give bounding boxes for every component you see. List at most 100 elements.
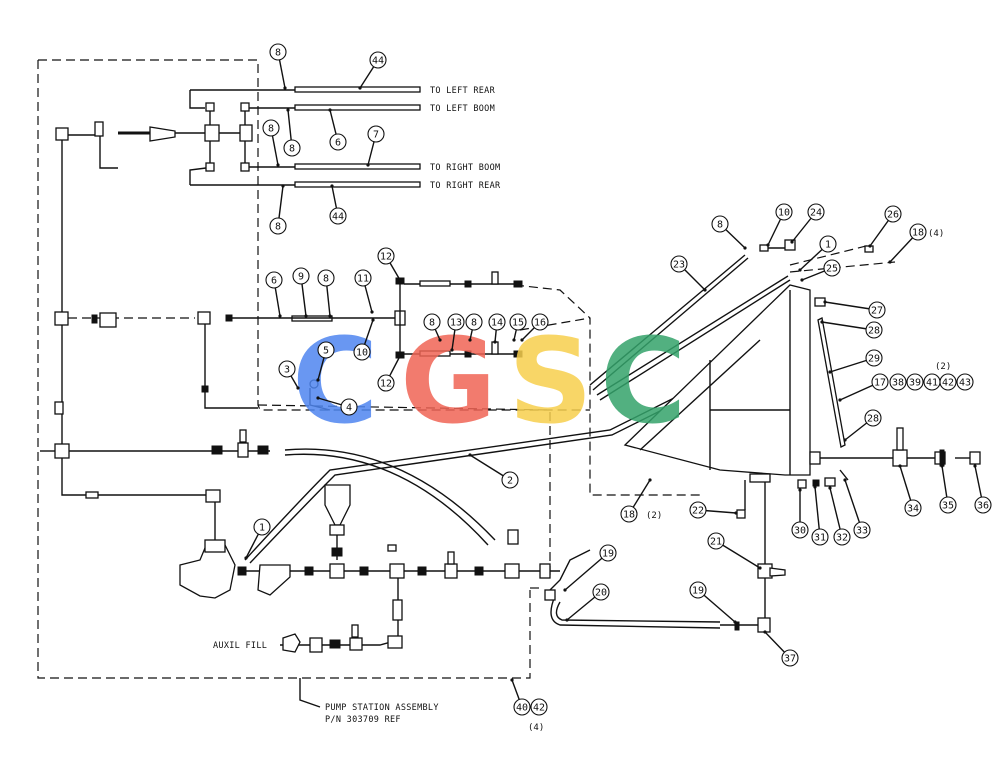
callout-28: 28: [864, 409, 882, 427]
callout-19: 19: [689, 581, 707, 599]
watermark-letter-c1: C: [292, 312, 379, 450]
callout-circle: [354, 269, 372, 287]
callout-number: 28: [868, 326, 880, 337]
callout-number: 6: [335, 138, 341, 149]
label-pump-station-part-number: P/N 303709 REF: [325, 715, 401, 725]
callout-leader-tip: [286, 108, 290, 112]
callout-13: 13: [447, 313, 465, 331]
callout-1: 1: [819, 235, 837, 253]
callout-26: 26: [884, 205, 902, 223]
watermark-letter-s: S: [508, 312, 593, 450]
main-supply-line: [40, 325, 693, 653]
boom-manifold: [55, 86, 421, 320]
callout-circle: [317, 269, 335, 287]
callout-28: 28: [865, 321, 883, 339]
callout-circle: [670, 255, 688, 273]
callout-number: 12: [380, 252, 392, 263]
callout-leader-tip: [898, 464, 902, 468]
callout-number: 44: [372, 56, 384, 67]
callout-circle: [909, 223, 927, 241]
callout-leader-tip: [316, 396, 320, 400]
callout-circle: [689, 581, 707, 599]
valve-assembly-boundary: [514, 284, 700, 496]
callout-number: 23: [673, 260, 685, 271]
callout-number: 3: [284, 365, 290, 376]
callout-leader-tip: [358, 86, 362, 90]
callout-number: 8: [268, 124, 274, 135]
callout-number: 31: [814, 533, 826, 544]
callout-number: 13: [450, 318, 462, 329]
callout-circle: [868, 301, 886, 319]
callout-9: 9: [292, 267, 310, 285]
callout-leader-33: [844, 479, 863, 531]
callout-25: 25: [823, 259, 841, 277]
callout-leader-tip: [813, 485, 817, 489]
callout-circle: [465, 313, 483, 331]
callout-number: 8: [471, 318, 477, 329]
callout-circle: [811, 528, 829, 546]
callout-leader-tip: [798, 268, 802, 272]
callout-circle: [501, 471, 519, 489]
callout-number: 11: [357, 274, 369, 285]
callout-3: 3: [278, 360, 296, 378]
callout-leader-21: [715, 540, 761, 569]
callout-number: 5: [323, 346, 329, 357]
callout-circle: [423, 313, 441, 331]
quantity-notes: (4) (2) (2) (4): [528, 229, 951, 733]
callout-number: 9: [298, 272, 304, 283]
callout-44: 44: [369, 51, 387, 69]
callout-19: 19: [599, 544, 617, 562]
callout-43: 43: [956, 373, 974, 391]
callout-circle: [689, 501, 707, 519]
spray-tank: [589, 239, 981, 519]
callout-number: 6: [271, 276, 277, 287]
callout-23: 23: [670, 255, 688, 273]
label-to-right-rear: TO RIGHT REAR: [430, 181, 501, 191]
callout-number: 18: [912, 228, 924, 239]
callout-leader-tip: [278, 314, 282, 318]
callout-circle: [939, 496, 957, 514]
callout-20: 20: [592, 583, 610, 601]
qty-note-17-group: (2): [935, 362, 951, 372]
callout-circle: [956, 373, 974, 391]
callout-leader-tip: [244, 556, 248, 560]
callout-leader-tip: [366, 163, 370, 167]
callout-16: 16: [531, 313, 549, 331]
callout-leader-tip: [758, 566, 762, 570]
callout-circle: [889, 373, 907, 391]
callout-18: 18: [620, 505, 638, 523]
callout-circle: [253, 518, 271, 536]
callout-leader-19: [564, 552, 609, 591]
callout-circle: [262, 119, 280, 137]
callout-leader-tip: [565, 618, 569, 622]
callout-leader-tip: [766, 243, 770, 247]
label-auxil-fill: AUXIL FILL: [213, 641, 267, 651]
callout-number: 8: [275, 222, 281, 233]
callout-leader-tip: [843, 438, 847, 442]
callout-circle: [340, 398, 358, 416]
callout-number: 15: [512, 318, 524, 329]
watermark-letter-c2: C: [600, 312, 687, 450]
callout-circle: [939, 373, 957, 391]
callout-22: 22: [689, 501, 707, 519]
callout-number: 8: [717, 220, 723, 231]
callout-number: 41: [926, 378, 938, 389]
callout-12: 12: [377, 374, 395, 392]
callout-number: 34: [907, 504, 919, 515]
callout-12: 12: [377, 247, 395, 265]
callout-number: 2: [507, 476, 513, 487]
callout-leader-tip: [648, 478, 652, 482]
callout-31: 31: [811, 528, 829, 546]
callout-leader-tip: [800, 278, 804, 282]
pump-station-boundary: [37, 59, 590, 679]
callout-leader-tip: [398, 278, 402, 282]
callout-leader-tip: [304, 314, 308, 318]
label-pump-station-assembly: PUMP STATION ASSEMBLY: [325, 703, 439, 713]
callout-leader-tip: [468, 338, 472, 342]
callout-2: 2: [501, 471, 519, 489]
callout-leader-tip: [281, 184, 285, 188]
callout-42: 42: [530, 698, 548, 716]
callout-4: 4: [340, 398, 358, 416]
callout-leader-tip: [296, 386, 300, 390]
callout-14: 14: [488, 313, 506, 331]
